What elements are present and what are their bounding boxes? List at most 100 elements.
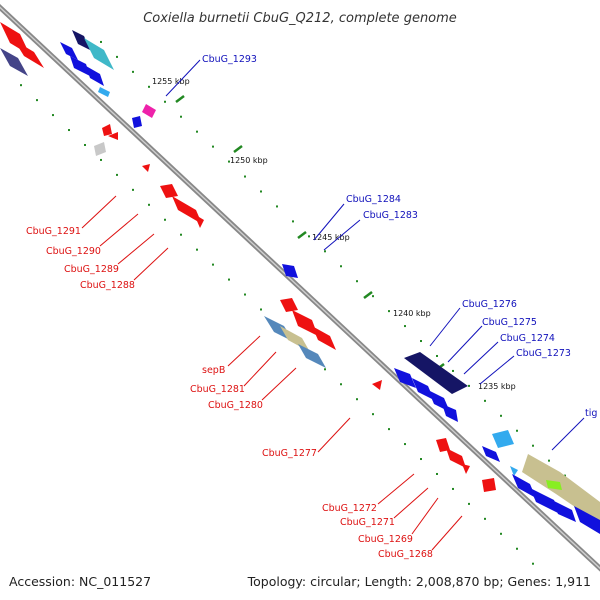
reverse-gene-block	[442, 404, 458, 422]
forward-gene-block	[102, 124, 112, 136]
gc-dot	[436, 472, 438, 475]
gc-dot	[564, 474, 566, 477]
gene-label-forward[interactable]: CbuG_1271	[340, 517, 395, 528]
gc-dot	[116, 173, 118, 176]
gene-label-forward[interactable]: CbuG_1288	[80, 280, 135, 291]
reverse-gene-block	[482, 446, 500, 462]
reverse-gene-block	[86, 66, 104, 86]
gc-dot	[340, 383, 342, 386]
reverse-gene-block	[574, 506, 600, 534]
gc-dot	[388, 310, 390, 313]
gc-dot	[308, 235, 310, 238]
gc-dot	[292, 220, 294, 223]
forward-gene-block	[312, 326, 336, 350]
gc-dot	[180, 233, 182, 236]
gc-dot	[260, 190, 262, 193]
reverse-gene-block	[492, 430, 514, 448]
top-left-features	[0, 22, 204, 228]
gc-dot	[132, 188, 134, 191]
gene-label-reverse[interactable]: CbuG_1273	[516, 348, 571, 359]
gene-label-forward[interactable]: CbuG_1290	[46, 246, 101, 257]
reverse-gene-block	[512, 474, 536, 498]
reverse-gene-block	[510, 466, 518, 476]
gene-label-forward[interactable]: CbuG_1268	[378, 549, 433, 560]
position-ticks	[175, 95, 445, 371]
gc-dot	[420, 340, 422, 343]
gc-dot	[212, 263, 214, 266]
gc-dot	[452, 487, 454, 490]
gc-dot	[484, 399, 486, 402]
tick-label: 1235 kbp	[478, 382, 516, 391]
accession-text: Accession: NC_011527	[9, 574, 152, 589]
gc-dot	[436, 354, 438, 357]
forward-label-leaders	[81, 195, 463, 551]
gc-dot	[404, 325, 406, 328]
forward-gene-block	[280, 298, 298, 312]
middle-features	[264, 264, 382, 390]
gc-dot	[244, 293, 246, 296]
gene-label-forward[interactable]: CbuG_1281	[190, 384, 245, 395]
gene-label-reverse[interactable]: CbuG_1283	[363, 210, 418, 221]
tick-label: 1245 kbp	[312, 233, 350, 242]
forward-gene-block	[160, 184, 178, 198]
gene-label-reverse[interactable]: CbuG_1275	[482, 317, 537, 328]
misc-feature-block	[94, 142, 106, 156]
gene-label-reverse[interactable]: CbuG_1276	[462, 299, 517, 310]
gc-dot	[452, 369, 454, 372]
gc-dot	[164, 100, 166, 103]
reverse-gene-block	[98, 87, 110, 97]
reverse-gene-block	[394, 368, 416, 388]
gene-label-reverse[interactable]: tig	[585, 408, 597, 419]
gc-dot	[356, 398, 358, 401]
map-title: Coxiella burnetii CbuG_Q212, complete ge…	[143, 11, 457, 26]
gc-dot	[388, 428, 390, 431]
gc-dot	[100, 158, 102, 161]
reverse-gene-block	[530, 488, 560, 514]
gc-dot	[212, 145, 214, 148]
gene-label-forward[interactable]: CbuG_1280	[208, 400, 263, 411]
gc-dot	[420, 458, 422, 461]
gc-dot	[100, 40, 102, 43]
reverse-gene-block	[280, 326, 310, 352]
forward-gene-block	[14, 40, 44, 68]
reverse-gene-block	[142, 104, 156, 118]
forward-gene-block	[462, 464, 470, 474]
gc-dot	[116, 55, 118, 58]
gc-dot	[324, 250, 326, 253]
reverse-gene-block	[72, 30, 90, 50]
gc-dot	[548, 459, 550, 462]
gc-dot	[468, 384, 470, 387]
reverse-gene-block	[84, 38, 114, 70]
gc-dot	[532, 444, 534, 447]
gc-dot	[228, 160, 230, 163]
forward-gene-block	[172, 196, 202, 224]
gc-dot	[356, 280, 358, 283]
reverse-gene-block	[404, 352, 468, 394]
gc-dot	[516, 429, 518, 432]
genome-backbone	[0, 4, 600, 572]
gene-label-forward[interactable]: CbuG_1272	[322, 503, 377, 514]
gene-label-forward[interactable]: CbuG_1291	[26, 226, 81, 237]
reverse-gene-block	[70, 56, 90, 76]
gc-dot	[132, 70, 134, 73]
gene-label-forward[interactable]: CbuG_1269	[358, 534, 413, 545]
gene-label-reverse[interactable]: CbuG_1293	[202, 54, 257, 65]
gene-label-reverse[interactable]: CbuG_1284	[346, 194, 401, 205]
gc-dot	[468, 502, 470, 505]
forward-gene-block	[108, 132, 118, 140]
tick-label: 1255 kbp	[152, 77, 190, 86]
gc-dot	[516, 547, 518, 550]
gc-dot	[244, 175, 246, 178]
gc-dot	[20, 84, 22, 87]
reverse-gene-block	[298, 344, 326, 368]
gc-dot	[260, 308, 262, 311]
gc-dot	[84, 143, 86, 146]
gc-dot	[196, 130, 198, 133]
reverse-gene-block	[552, 500, 576, 522]
gene-label-forward[interactable]: CbuG_1277	[262, 448, 317, 459]
gene-label-reverse[interactable]: CbuG_1274	[500, 333, 555, 344]
gc-dot	[68, 129, 70, 132]
gene-label-forward[interactable]: sepB	[202, 365, 225, 376]
gene-label-forward[interactable]: CbuG_1289	[64, 264, 119, 275]
gc-dot	[36, 99, 38, 102]
